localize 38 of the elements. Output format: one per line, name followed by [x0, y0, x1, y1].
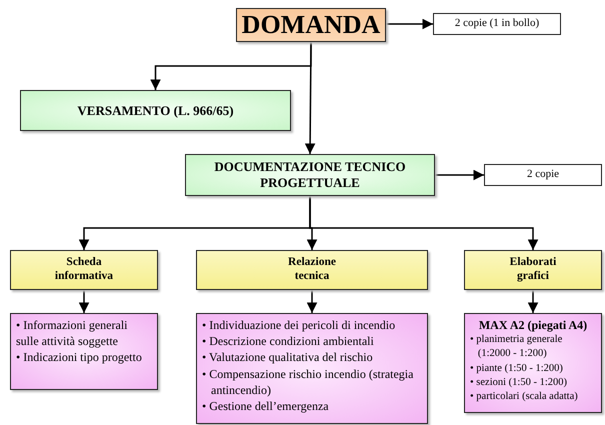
category-box [464, 250, 602, 290]
content-box [10, 313, 158, 390]
arrow [150, 42, 312, 90]
category-box [10, 250, 158, 290]
note-box [433, 13, 561, 35]
arrow [304, 42, 316, 154]
bullet-item: • sezioni (1:50 - 1:200) [470, 376, 568, 390]
content-box [464, 313, 602, 413]
bullet-item: • Gestione dell’emergenza [202, 398, 330, 414]
bullet-item: • Informazioni generali sulle attività soggette [16, 317, 128, 350]
category-box [196, 250, 428, 290]
bullet-item: • Compensazione rischio incendio (strategia antincendio) [202, 366, 414, 398]
box-label: Relazione tecnica [287, 256, 337, 284]
content-heading: MAX A2 (piegati A4) [478, 317, 588, 334]
bullet-item: • Indicazioni tipo progetto [16, 349, 143, 366]
bullet-item: • piante (1:50 - 1:200) [470, 362, 564, 376]
process-box [185, 154, 435, 196]
arrow [78, 290, 90, 313]
box-label: 2 copie (1 in bollo) [454, 17, 540, 31]
arrow [309, 196, 538, 250]
process-box [20, 90, 291, 131]
box-label: DOCUMENTAZIONE TECNICO PROGETTUALE [213, 159, 407, 191]
bullet-item: • Individuazione dei pericoli di incendio [202, 317, 396, 334]
box-label: DOMANDA [241, 9, 381, 41]
box-label: Scheda informativa [54, 256, 114, 284]
arrow [306, 290, 318, 313]
bullet-item: • Valutazione qualitativa del rischio [202, 349, 374, 366]
note-box [484, 164, 602, 186]
box-label: Elaborati grafici [508, 256, 558, 284]
box-label: 2 copie [526, 168, 560, 182]
bullet-item: • Descrizione condizioni ambientali [202, 333, 375, 350]
arrow [435, 170, 484, 180]
box-label: VERSAMENTO (L. 966/65) [76, 102, 235, 118]
arrow [528, 290, 538, 313]
bullet-item: • planimetria generale (1:2000 - 1:200) [470, 333, 564, 362]
content-box [196, 313, 428, 424]
bullet-item: • particolari (scala adatta) [470, 390, 579, 404]
arrow [386, 18, 433, 30]
